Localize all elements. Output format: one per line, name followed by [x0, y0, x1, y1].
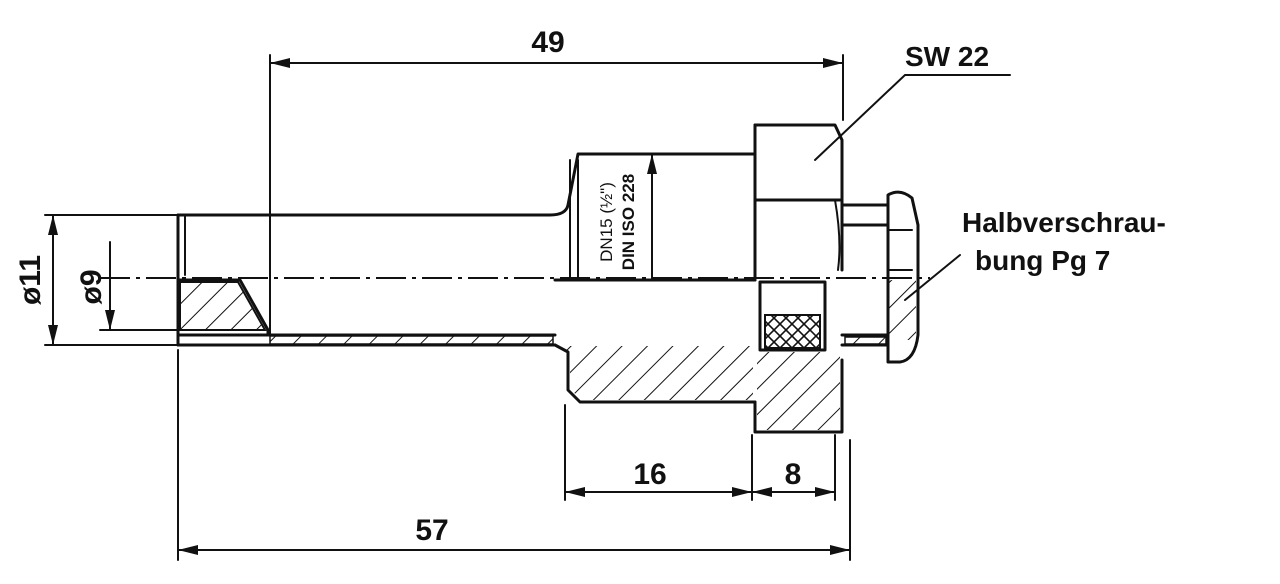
label-fitting-line1: Halbverschrau-	[962, 207, 1166, 238]
dim-57: 57	[415, 514, 448, 547]
section-hatching	[179, 280, 916, 430]
callout-labels: SW 22 Halbverschrau- bung Pg 7 DN15 (½")…	[597, 41, 1166, 276]
dim-diameter-11: ø11	[14, 255, 47, 305]
label-fitting-line2: bung Pg 7	[975, 245, 1110, 276]
label-thread-spec-line2: DIN ISO 228	[619, 174, 638, 270]
dim-16: 16	[633, 458, 666, 491]
dimension-texts: 49 57 16 8 ø11 ø9	[14, 26, 801, 547]
dimension-lines	[44, 54, 1011, 561]
part-outline	[176, 123, 920, 434]
dim-8: 8	[785, 458, 802, 491]
dim-diameter-9: ø9	[75, 269, 108, 304]
dim-49: 49	[531, 26, 564, 59]
label-wrench-size: SW 22	[905, 41, 989, 72]
label-thread-spec-line1: DN15 (½")	[597, 182, 616, 262]
